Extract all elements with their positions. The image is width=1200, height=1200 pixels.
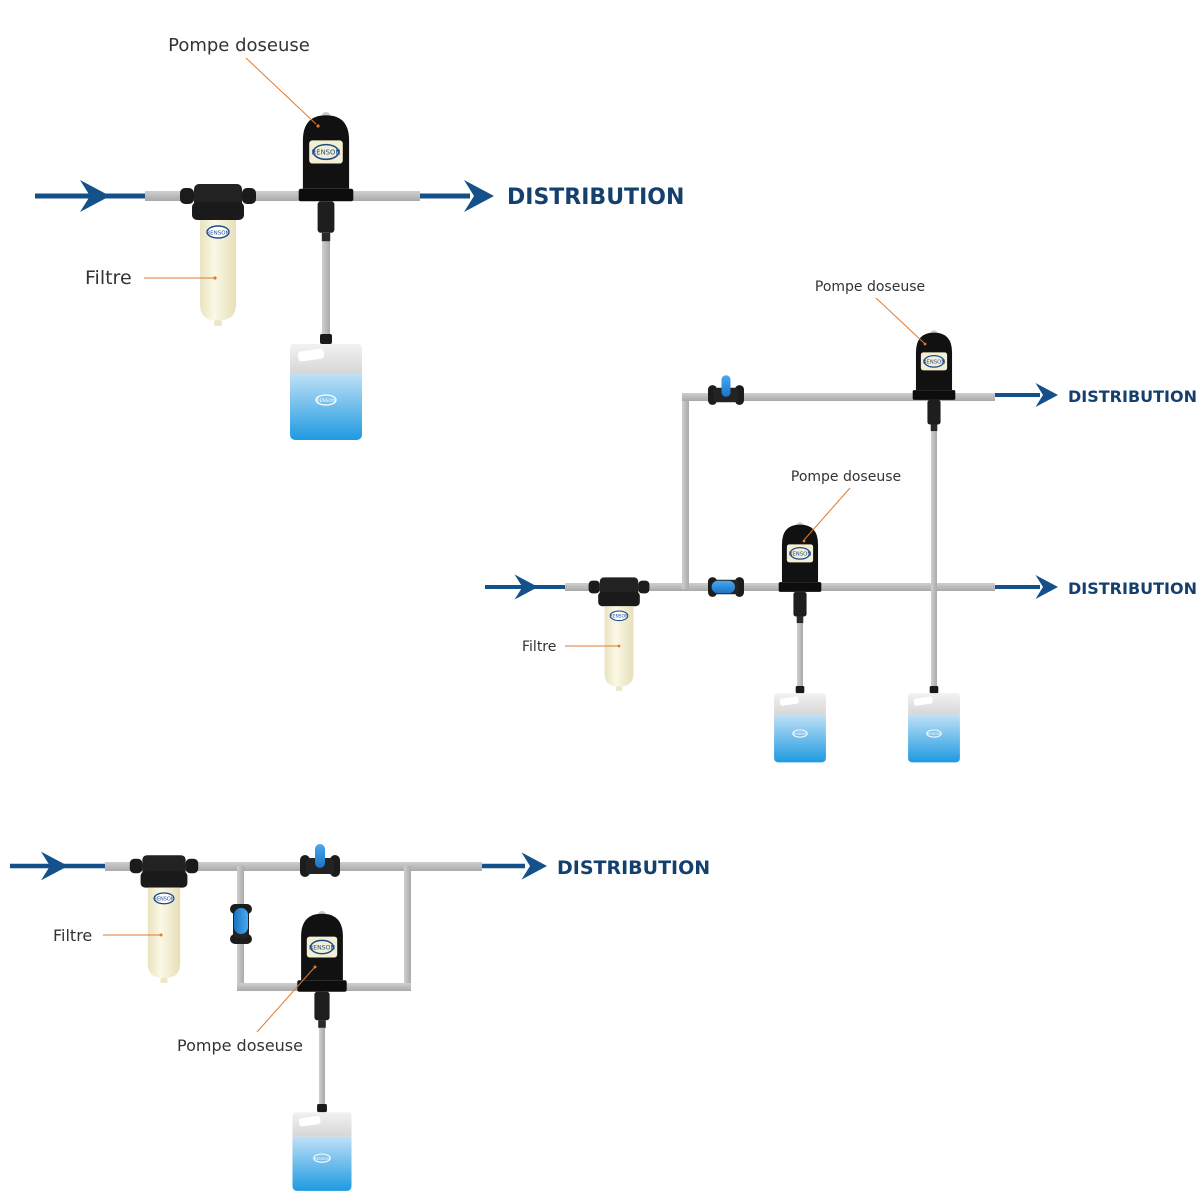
upper-valve-open-icon[interactable] [708, 375, 744, 405]
diagram-dual-pump: DISTRIBUTION DISTRIBUTION Pompe doseuse … [485, 279, 1197, 763]
lower-suction-tube [797, 620, 803, 688]
suction-tube [319, 1018, 325, 1106]
upper-pump-leader-dot [923, 342, 927, 346]
upper-dosing-pump-icon [912, 329, 956, 432]
diagram-single-pump: DISTRIBUTION Pompe doseuse Filtre [35, 35, 684, 441]
filter-label: Filtre [53, 926, 92, 945]
distribution-label: DISTRIBUTION [557, 857, 710, 879]
outlet-arrow-icon [521, 852, 547, 880]
lower-chemical-container-icon [773, 685, 827, 763]
filter-leader-dot [617, 644, 621, 648]
lower-pump-leader-line [803, 487, 851, 541]
lower-valve-closed-icon[interactable] [708, 577, 744, 597]
pump-label: Pompe doseuse [168, 35, 310, 56]
filter-icon [179, 183, 257, 327]
upper-distribution-label: DISTRIBUTION [1068, 387, 1197, 406]
filter-leader-dot [213, 276, 217, 280]
chemical-container-icon [289, 333, 363, 441]
lower-pump-label: Pompe doseuse [791, 469, 901, 485]
pump-leader-line [256, 967, 315, 1033]
pump-leader-line [245, 57, 317, 125]
filter-icon [588, 576, 650, 692]
lower-distribution-label: DISTRIBUTION [1068, 579, 1197, 598]
upper-pump-label: Pompe doseuse [815, 279, 925, 295]
main-pipe [145, 191, 420, 201]
pump-label: Pompe doseuse [177, 1036, 303, 1055]
pump-leader-dot [316, 124, 320, 128]
main-pipe [105, 862, 482, 871]
dosing-pump-icon [297, 111, 355, 242]
lower-pump-leader-dot [802, 539, 806, 543]
filter-leader-dot [159, 933, 163, 937]
upper-suction-tube [931, 430, 937, 688]
chemical-container-icon [291, 1103, 353, 1192]
bypass-valve-closed-icon[interactable] [230, 904, 252, 944]
upper-chemical-container-icon [907, 685, 961, 763]
upper-main-pipe [682, 393, 995, 401]
bypass-right-pipe [404, 866, 411, 990]
main-valve-open-icon[interactable] [300, 844, 340, 877]
diagram-bypass-pump: DISTRIBUTION Pompe doseuse Filtre [10, 844, 710, 1192]
filter-icon [129, 854, 199, 984]
dosing-pump-icon [296, 910, 348, 1029]
distribution-label: DISTRIBUTION [507, 185, 684, 210]
filter-label: Filtre [85, 267, 132, 289]
filter-label: Filtre [522, 639, 556, 655]
suction-tube [322, 235, 330, 335]
upper-pump-leader-line [875, 297, 925, 344]
pump-leader-dot [313, 965, 317, 969]
riser-pipe [682, 393, 689, 589]
lower-dosing-pump-icon [778, 521, 822, 624]
